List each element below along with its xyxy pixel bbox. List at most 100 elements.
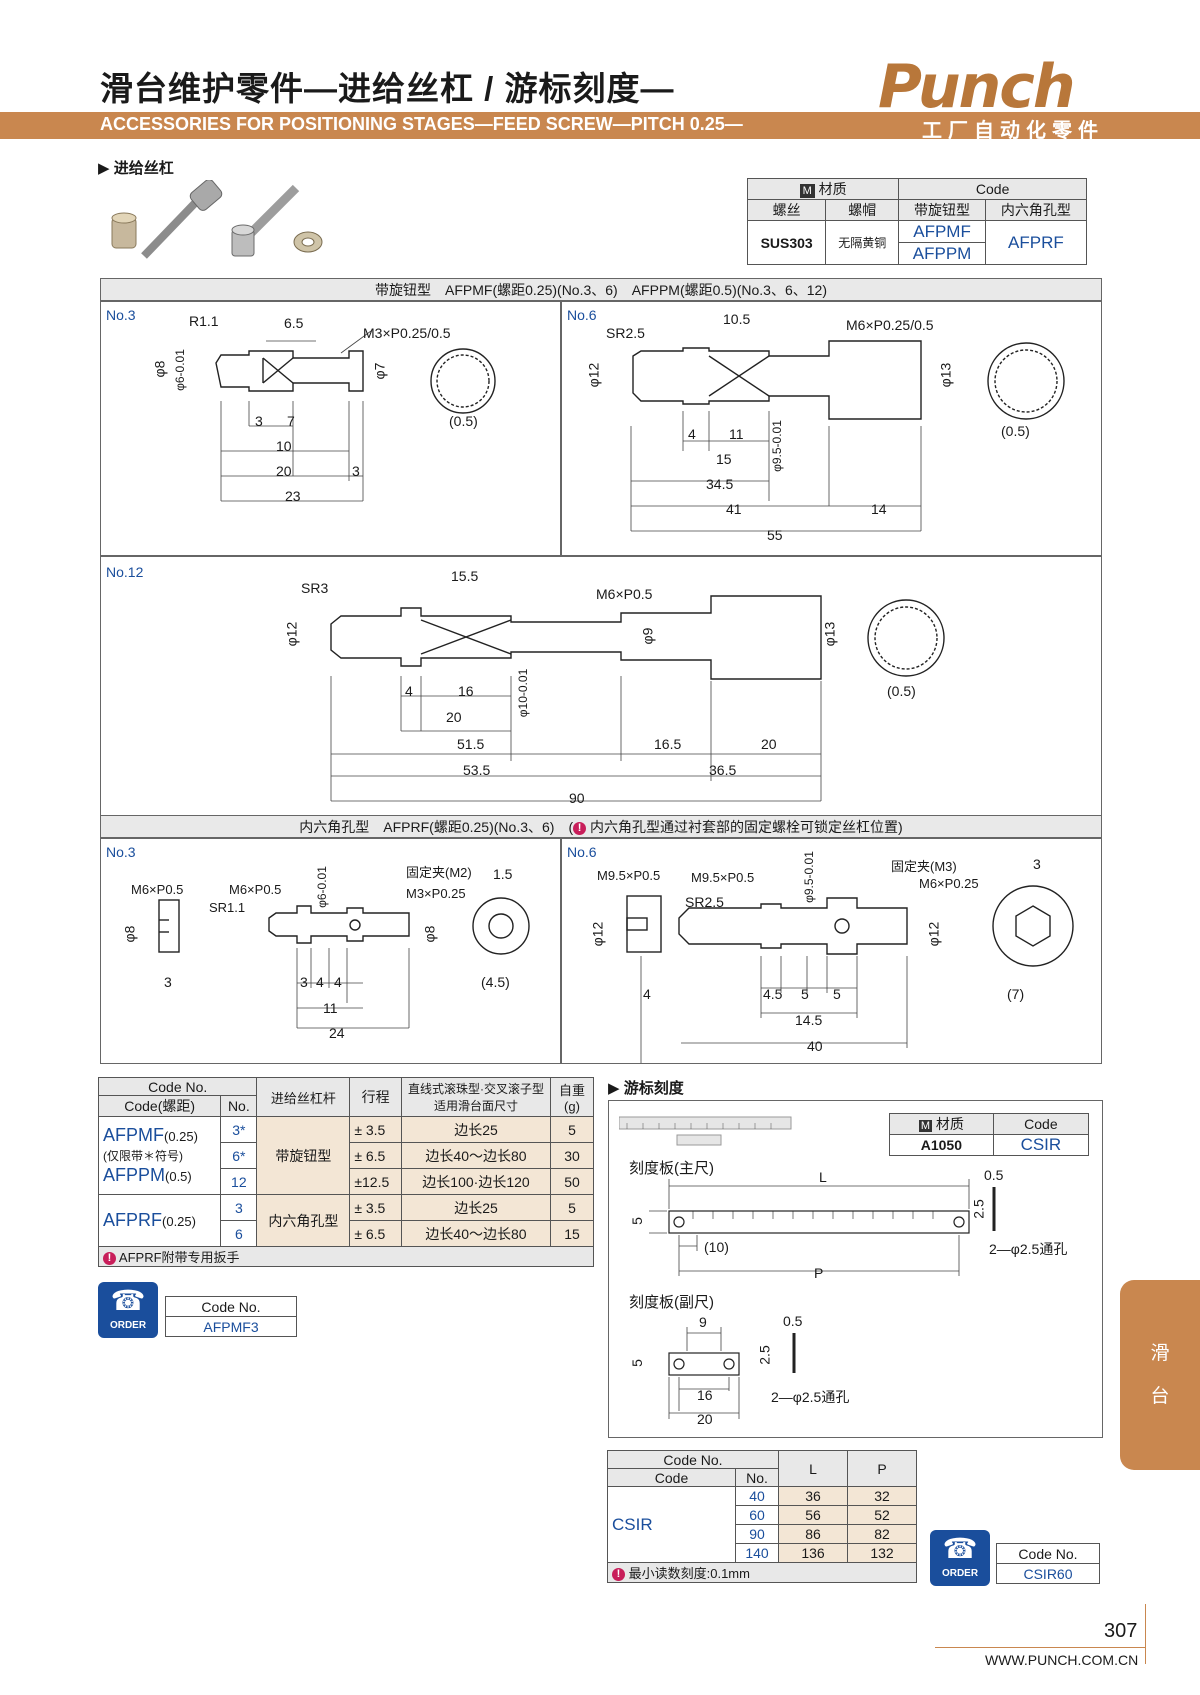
row-weight: 30 [550,1142,594,1169]
dim-4: 4 [643,986,651,1002]
dim-d7: φ7 [371,362,388,380]
order-code: AFPMF3 [165,1316,297,1337]
row-P: 52 [847,1505,917,1525]
dim-105: 10.5 [723,311,751,327]
dim-r11: R1.1 [189,313,219,329]
dim-thread: M6×P0.5 [596,586,653,602]
footer-rule [935,1647,1145,1648]
code-afprf: AFPRF [103,1210,163,1230]
cap-material: 无隔黄铜 [825,220,900,265]
dim-3: 3 [300,974,308,990]
dim-thread: M6×P0.25/0.5 [846,317,934,333]
spec-table: Code No. 进给丝杠杆 行程 直线式滚珠型·交叉滚子型 适用滑台面尺寸 自… [97,1077,594,1267]
col-material: 材质 [935,1116,964,1132]
dim-10: (10) [704,1239,729,1255]
code-cell-hex: AFPRF(0.25) [97,1194,222,1247]
phone-icon: ☎ [942,1533,978,1564]
col-code: Code [607,1468,736,1487]
vernier-code: CSIR [992,1134,1090,1156]
dim-d12-shaft: φ12 [925,921,942,947]
dim-3w: 3 [1033,856,1041,872]
label-no6: No.6 [567,844,597,860]
label-no6: No.6 [567,307,597,323]
dim-d8-nut: φ8 [121,925,138,943]
section-feed-screw: ▶ 进给丝杠 [98,160,174,177]
dim-45: 4.5 [763,986,783,1002]
row-stroke: ± 6.5 [349,1142,402,1169]
dim-d8: φ8 [151,360,168,378]
dim-m6: M6×P0.25 [919,876,979,891]
dim-7: 7 [287,413,295,429]
dim-20: 20 [697,1411,713,1427]
order-header: Code No. [996,1543,1100,1564]
row-no: 6 [220,1220,258,1247]
dim-14: 14 [871,501,887,517]
dim-d6: φ6-0.01 [314,866,329,908]
col-codeno: Code No. [607,1450,779,1469]
product-photo [111,180,323,259]
page-title: 滑台维护零件—进给丝杠 / 游标刻度— [100,70,675,107]
dim-d12-nut: φ12 [589,921,606,947]
col-codeno: Code No. [97,1077,258,1096]
dim-holes: 2—φ2.5通孔 [771,1389,850,1405]
main-scale-label: 刻度板(主尺) [629,1160,714,1177]
col-stroke: 行程 [349,1077,402,1117]
page-subtitle: ACCESSORIES FOR POSITIONING STAGES—FEED … [100,114,743,134]
dim-5b: 5 [833,986,841,1002]
row-stroke: ± 3.5 [349,1194,402,1221]
row-P: 132 [847,1543,917,1563]
dim-clamp: 固定夹(M3) [891,859,957,874]
row-L: 86 [778,1524,848,1544]
row-size: 边长25 [401,1194,551,1221]
dim-155: 15.5 [451,568,479,584]
knob-type-strip: 带旋钮型 AFPMF(螺距0.25)(No.3、6) AFPPM(螺距0.5)(… [100,278,1102,302]
dim-10: 10 [276,438,292,454]
spec-note-text: AFPRF附带专用扳手 [118,1250,240,1265]
type-hex: 内六角孔型 [256,1194,351,1247]
order-icon: ☎ ORDER [98,1282,158,1338]
row-no: 90 [735,1524,779,1544]
footer-divider [1145,1604,1146,1664]
footer-url[interactable]: WWW.PUNCH.COM.CN [985,1652,1139,1668]
code-knob-1: AFPMF [898,220,986,243]
row-size: 边长100·边长120 [401,1168,551,1195]
dim-145: 14.5 [795,1012,823,1028]
dim-11: 11 [323,1000,338,1016]
col-hex: 内六角孔型 [984,199,1088,221]
row-stroke: ± 6.5 [349,1220,402,1247]
row-weight: 15 [550,1220,594,1247]
main-scale-drawing [649,1179,996,1276]
dim-165: 16.5 [654,736,682,752]
dim-thickness: 0.5 [984,1167,1004,1183]
col-cap: 螺帽 [825,199,900,221]
dim-sr3: SR3 [301,580,329,596]
dim-55: 55 [767,527,783,543]
dim-sr11: SR1.1 [209,900,246,915]
row-size: 边长25 [401,1116,551,1143]
material-badge: M [799,184,815,198]
pitch-afpmf: (0.25) [164,1128,198,1144]
dim-4: 4 [405,683,413,699]
dim-m6-nut: M6×P0.5 [131,882,184,897]
dim-9: 9 [699,1314,707,1330]
drawing-knob-no6: No.6 SR2.5 10.5 M6×P0.25/0.5 φ12 φ13 (0.… [560,300,1102,557]
label-no3: No.3 [106,844,136,860]
dim-d95: φ9.5-0.01 [801,851,816,903]
dim-clamp: 固定夹(M2) [406,865,472,880]
row-no: 6* [220,1142,258,1169]
dim-thickness: 0.5 [783,1313,803,1329]
order-code-table: Code No. CSIR60 [996,1543,1100,1584]
drawing-knob-no12: No.12 SR3 15.5 M6×P0.5 φ12 φ9 φ13 (0.5) … [100,555,1102,817]
row-stroke: ± 3.5 [349,1116,402,1143]
note-icon: ! [612,1568,625,1582]
side-tab-char-1: 滑 [1150,1343,1170,1364]
dim-d6: φ6-0.01 [172,349,187,391]
screw-material: SUS303 [746,220,827,265]
row-stroke: ±12.5 [349,1168,402,1195]
dim-90: 90 [569,790,585,806]
drawing-hex-no3: No.3 M6×P0.5 M6×P0.5 SR1.1 φ6-0.01 固定夹(M… [100,837,562,1064]
dim-16: 16 [697,1387,713,1403]
order-header: Code No. [165,1296,297,1317]
material-badge: M [918,1120,933,1132]
hex-strip-note: 内六角孔型通过衬套部的固定螺栓可锁定丝杠位置) [590,819,903,835]
